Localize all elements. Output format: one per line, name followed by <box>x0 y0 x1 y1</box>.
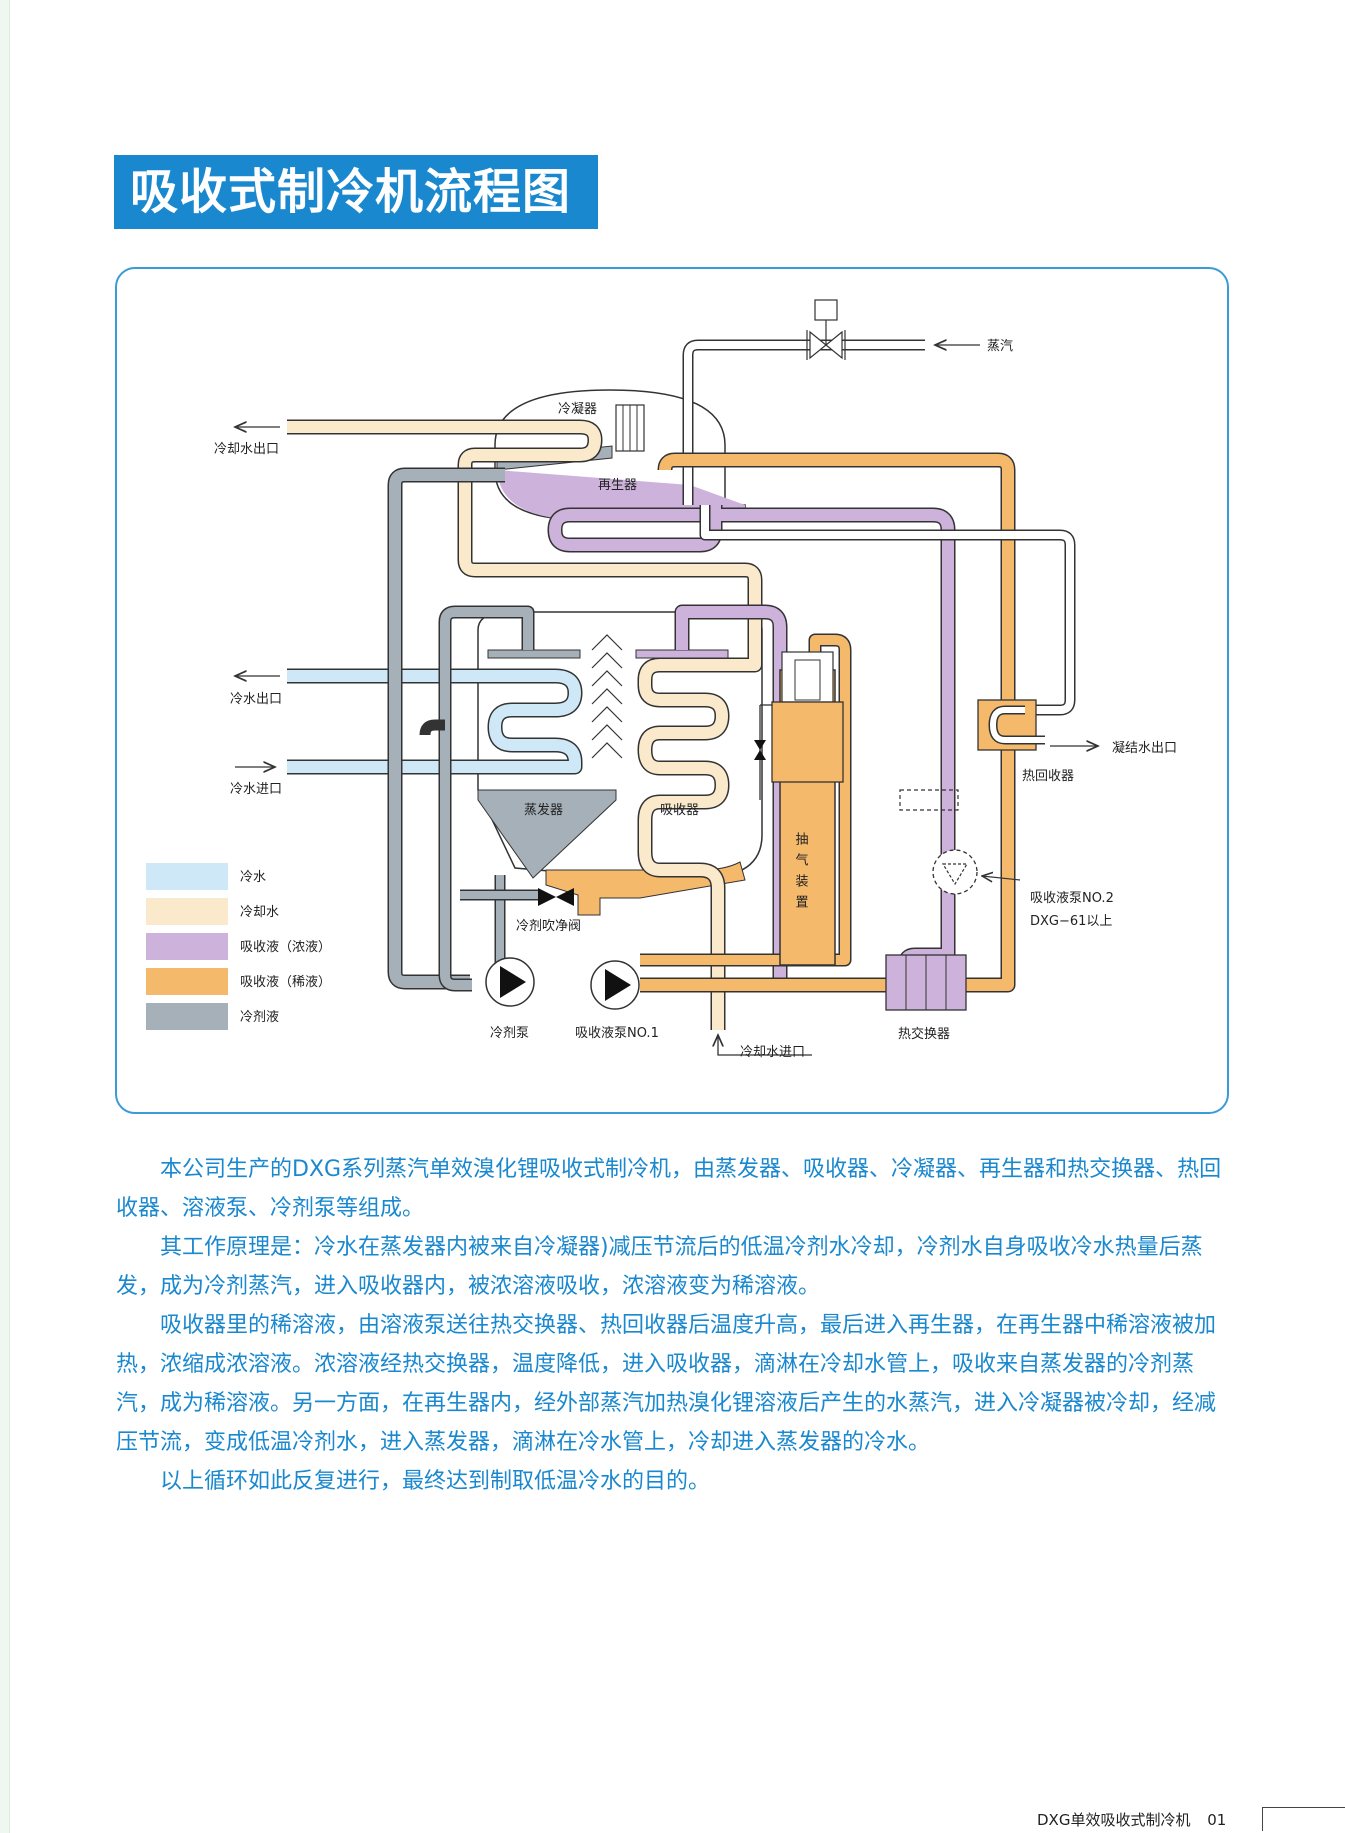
label-absorber: 吸收器 <box>660 803 699 818</box>
dilute-solution-pipes <box>640 452 1016 993</box>
chilled-water-tubes <box>287 668 583 775</box>
footer-rule-vertical <box>1262 1807 1263 1831</box>
refrigerant-purge-valve-icon <box>538 888 574 906</box>
page-footer: DXG单效吸收式制冷机 01 <box>1037 1809 1226 1830</box>
label-absorbent-pump-no1: 吸收液泵NO.1 <box>575 1026 659 1041</box>
legend-swatch-chilled-water <box>146 863 228 890</box>
paragraph: 其工作原理是：冷水在蒸发器内被来自冷凝器)减压节流后的低温冷剂水冷却，冷剂水自身… <box>116 1235 1203 1299</box>
absorber-spray-tray <box>635 649 729 659</box>
label-heat-recovery: 热回收器 <box>1022 769 1074 784</box>
title-banner: 吸收式制冷机流程图 <box>114 155 598 229</box>
label-absorbent-pump-no2: 吸收液泵NO.2 <box>1030 891 1114 906</box>
label-chilled-water-in: 冷水进口 <box>230 782 282 797</box>
legend-label-concentrated: 吸收液（浓液） <box>240 940 331 955</box>
label-cooling-water-out: 冷却水出口 <box>214 442 279 457</box>
legend-swatch-cooling-water <box>146 898 228 925</box>
paragraph: 本公司生产的DXG系列蒸汽单效溴化锂吸收式制冷机，由蒸发器、吸收器、冷凝器、再生… <box>116 1157 1222 1221</box>
label-cooling-water-in: 冷却水进口 <box>740 1045 805 1060</box>
legend-label-dilute: 吸收液（稀液） <box>240 975 331 990</box>
refrigerant-pump-icon <box>485 957 535 1007</box>
label-regenerator: 再生器 <box>598 478 637 493</box>
label-evaporator: 蒸发器 <box>524 802 563 818</box>
label-dxg61-above: DXG−61以上 <box>1030 914 1112 929</box>
paragraph: 吸收器里的稀溶液，由溶液泵送往热交换器、热回收器后温度升高，最后进入再生器，在再… <box>116 1313 1217 1455</box>
absorbent-pump-no2-icon <box>932 849 978 895</box>
steam-valve <box>806 299 846 360</box>
label-heat-exchanger: 热交换器 <box>898 1026 950 1042</box>
label-refrigerant-pump: 冷剂泵 <box>490 1026 529 1041</box>
legend-label-cooling-water: 冷却水 <box>240 905 279 920</box>
page-title: 吸收式制冷机流程图 <box>130 164 572 220</box>
heat-recovery-unit <box>977 699 1045 751</box>
evaporator-spray-tray <box>487 649 581 659</box>
flow-diagram: 冷水 冷却水 吸收液（浓液） 吸收液（稀液） 冷剂液 蒸汽 冷凝器 冷却水出口 … <box>146 299 1177 1060</box>
label-condenser: 冷凝器 <box>558 401 597 417</box>
footer-page-number: 01 <box>1207 1811 1227 1829</box>
label-chilled-water-out: 冷水出口 <box>230 692 282 707</box>
cooling-water-in-arrow <box>718 1035 812 1056</box>
footer-rule <box>1262 1807 1345 1808</box>
pump-no2-pointer <box>982 876 1021 880</box>
label-condensate-out: 凝结水出口 <box>1112 740 1177 756</box>
refrigerant-pipes <box>387 467 540 992</box>
evaporator-pan <box>477 789 617 879</box>
diagram-frame <box>115 267 1229 1114</box>
dashed-marker <box>899 789 959 811</box>
heat-exchanger-unit <box>885 954 967 1011</box>
paragraph: 以上循环如此反复进行，最终达到制取低温冷水的目的。 <box>160 1469 711 1494</box>
legend-swatch-dilute <box>146 968 228 995</box>
legend-label-refrigerant: 冷剂液 <box>240 1010 279 1025</box>
footer-product-name: DXG单效吸收式制冷机 <box>1037 1811 1191 1829</box>
condenser-tube-bank <box>615 404 645 452</box>
description-text: 本公司生产的DXG系列蒸汽单效溴化锂吸收式制冷机，由蒸发器、吸收器、冷凝器、再生… <box>116 1150 1236 1501</box>
purge-unit <box>754 651 844 966</box>
absorbent-pump-no1-icon <box>590 960 640 1010</box>
legend-label-chilled-water: 冷水 <box>240 870 266 885</box>
label-refrigerant-purge-valve: 冷剂吹净阀 <box>516 919 581 934</box>
cooling-water-pipes <box>287 419 763 1030</box>
label-steam: 蒸汽 <box>987 339 1013 354</box>
legend-swatch-concentrated <box>146 933 228 960</box>
concentrated-solution-pipes <box>547 505 956 993</box>
legend: 冷水 冷却水 吸收液（浓液） 吸收液（稀液） 冷剂液 <box>146 863 331 1030</box>
eliminator-chevrons <box>591 634 623 759</box>
legend-swatch-refrigerant <box>146 1003 228 1030</box>
label-purge-unit: 抽气装置 <box>793 832 809 916</box>
left-margin-strip <box>0 0 10 1833</box>
